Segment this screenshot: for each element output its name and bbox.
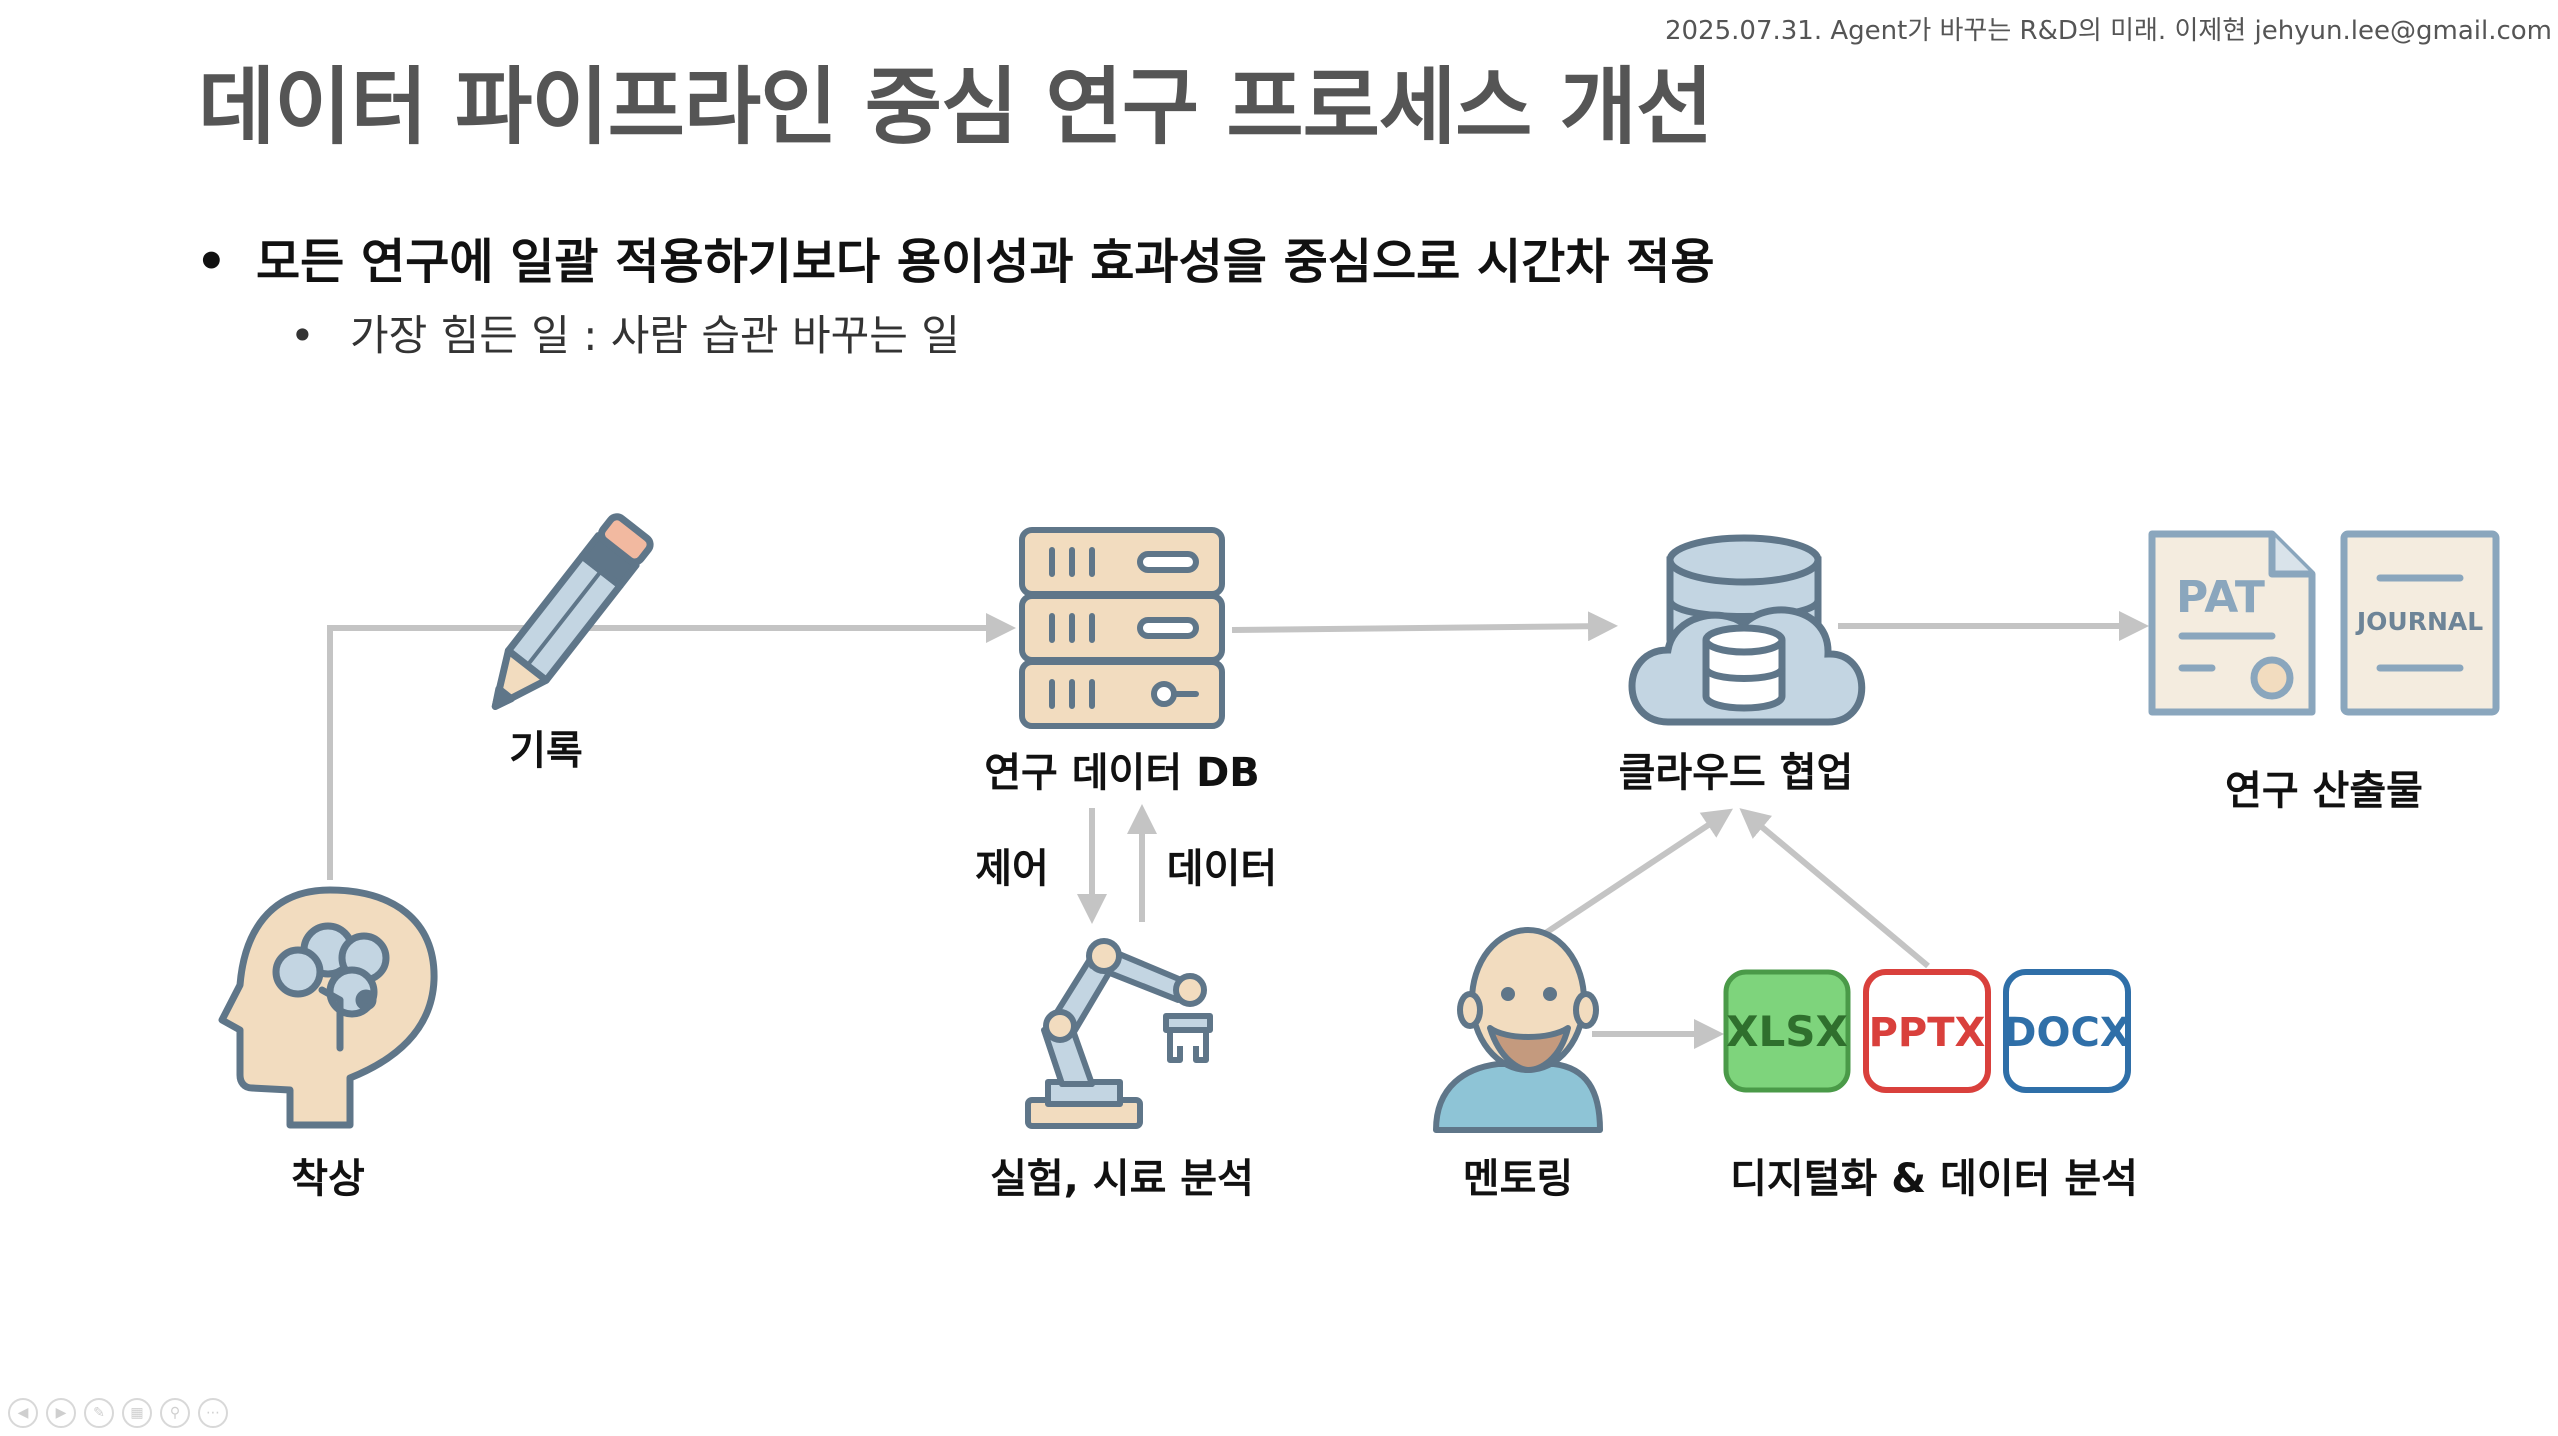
- bullet-2: • 가장 힘든 일 : 사람 습관 바꾸는 일: [290, 302, 960, 363]
- arrow-db-to-cloud: [1231, 611, 1618, 642]
- label-ideation: 착상: [291, 1156, 365, 1202]
- patent-document-icon: PAT: [2148, 530, 2316, 716]
- label-record: 기록: [509, 728, 583, 774]
- slides-icon[interactable]: ▦: [122, 1398, 152, 1428]
- header-note: 2025.07.31. Agent가 바꾸는 R&D의 미래. 이제현 jehy…: [1664, 16, 2552, 46]
- bullet-2-text: 가장 힘든 일 : 사람 습관 바꾸는 일: [350, 311, 960, 360]
- cloud-database-icon: [1628, 534, 1866, 726]
- bullet-dot: •: [290, 311, 315, 360]
- journal-label: JOURNAL: [2355, 607, 2483, 636]
- bald-man-icon: [1433, 927, 1603, 1133]
- pptx-icon: PPTX: [1863, 969, 1991, 1093]
- arrow-ideation-to-db: [327, 613, 1016, 880]
- edge-label-data: 데이터: [1167, 846, 1277, 892]
- label-experiment: 실험, 시료 분석: [990, 1156, 1254, 1202]
- connector-arrows: [327, 611, 2149, 1049]
- page-title: 데이터 파이프라인 중심 연구 프로세스 개선: [198, 58, 1713, 156]
- label-mentoring: 멘토링: [1463, 1156, 1573, 1202]
- label-database: 연구 데이터 DB: [984, 750, 1260, 796]
- pen-icon[interactable]: ✎: [84, 1398, 114, 1428]
- arrow-mentor-to-cloud: [1536, 808, 1734, 941]
- bullet-1-text: 모든 연구에 일괄 적용하기보다 용이성과 효과성을 중심으로 시간차 적용: [256, 234, 1715, 290]
- edge-label-control: 제어: [975, 846, 1049, 892]
- bullet-1: • 모든 연구에 일괄 적용하기보다 용이성과 효과성을 중심으로 시간차 적용: [196, 222, 1715, 292]
- server-icon: [1019, 527, 1225, 729]
- next-icon[interactable]: ▶: [46, 1398, 76, 1428]
- arrow-docs-to-cloud: [1739, 808, 1930, 969]
- xlsx-label: XLSX: [1726, 1007, 1848, 1056]
- xlsx-icon: XLSX: [1723, 969, 1851, 1093]
- label-cloud: 클라우드 협업: [1619, 750, 1854, 796]
- bullet-dot: •: [196, 234, 227, 290]
- label-digitization: 디지털화 & 데이터 분석: [1730, 1156, 2138, 1202]
- label-outputs: 연구 산출물: [2225, 768, 2423, 814]
- pptx-label: PPTX: [1869, 1010, 1986, 1056]
- head-brain-icon: [218, 886, 438, 1129]
- previous-icon[interactable]: ◀: [8, 1398, 38, 1428]
- docx-label: DOCX: [2003, 1010, 2131, 1056]
- zoom-icon[interactable]: ⚲: [160, 1398, 190, 1428]
- slideshow-toolbar: ◀ ▶ ✎ ▦ ⚲ ⋯: [8, 1398, 228, 1428]
- pencil-icon: [491, 513, 654, 710]
- patent-label: PAT: [2176, 572, 2265, 623]
- robot-arm-icon: [1025, 938, 1213, 1129]
- more-icon[interactable]: ⋯: [198, 1398, 228, 1428]
- journal-document-icon: JOURNAL: [2340, 530, 2500, 716]
- docx-icon: DOCX: [2003, 969, 2131, 1093]
